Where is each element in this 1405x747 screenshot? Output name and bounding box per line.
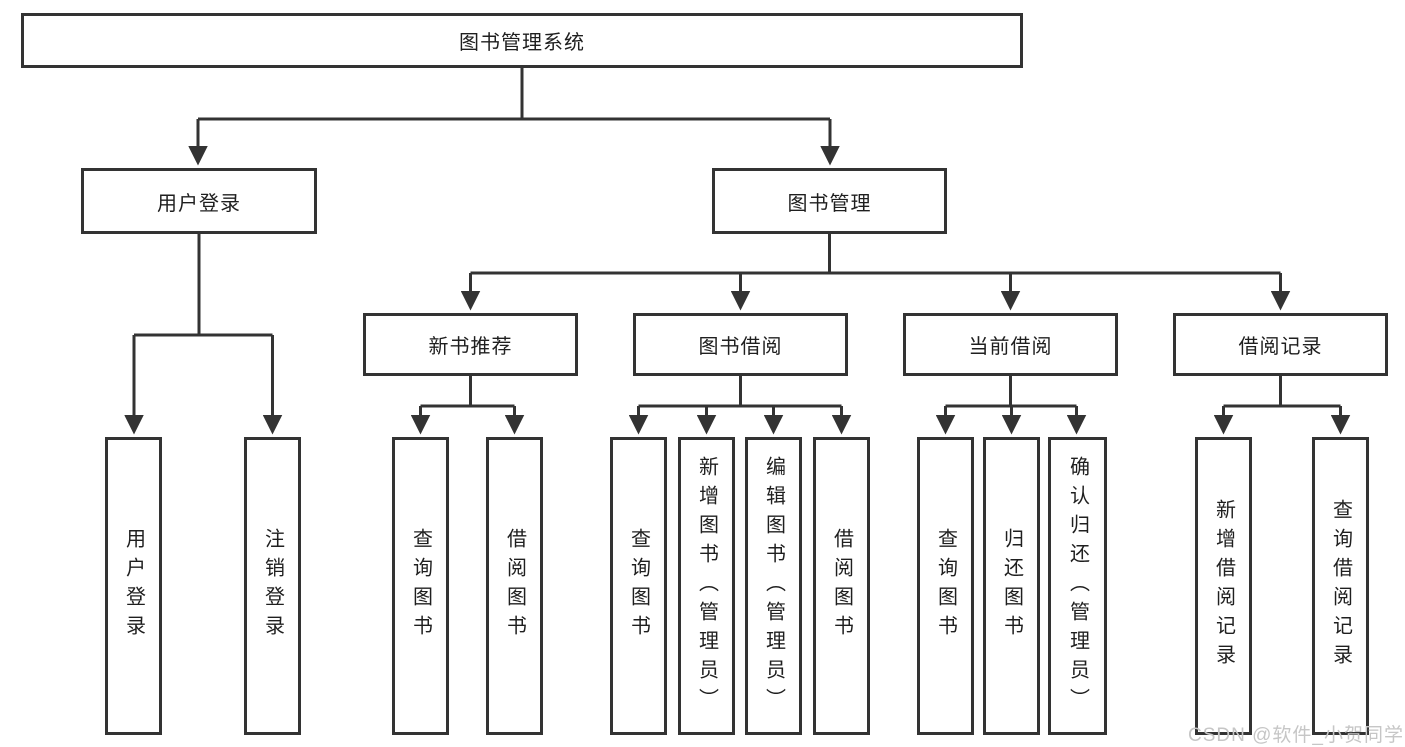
node-label: 查询图书	[934, 528, 957, 644]
node-query-books-borrowing: 查询图书	[610, 437, 667, 735]
node-confirm-return-admin: 确认归还（管理员）	[1048, 437, 1107, 735]
node-label: 归还图书	[1000, 528, 1023, 644]
node-label: 查询借阅记录	[1329, 499, 1352, 673]
node-label: 用户登录	[157, 192, 241, 215]
node-label: 新增图书（管理员）	[695, 455, 718, 717]
node-label: 借阅图书	[830, 528, 853, 644]
node-logout-leaf: 注销登录	[244, 437, 301, 735]
node-borrowing-records: 借阅记录	[1173, 313, 1388, 376]
node-label: 图书管理	[787, 192, 872, 215]
node-label: 编辑图书（管理员）	[762, 455, 785, 717]
node-user-login: 用户登录	[81, 168, 317, 234]
node-current-borrowing: 当前借阅	[903, 313, 1118, 376]
node-book-management-system: 图书管理系统	[21, 13, 1023, 68]
node-edit-books-admin: 编辑图书（管理员）	[745, 437, 802, 735]
node-label: 用户登录	[122, 528, 145, 644]
node-borrow-books-recommend: 借阅图书	[486, 437, 543, 735]
node-new-book-recommendation: 新书推荐	[363, 313, 578, 376]
node-book-borrowing: 图书借阅	[633, 313, 848, 376]
node-query-books-current: 查询图书	[917, 437, 974, 735]
node-label: 查询图书	[627, 528, 650, 644]
node-label: 图书借阅	[698, 336, 783, 358]
node-label: 图书管理系统	[459, 32, 585, 54]
node-return-books: 归还图书	[983, 437, 1040, 735]
node-user-login-leaf: 用户登录	[105, 437, 162, 735]
node-add-borrow-record: 新增借阅记录	[1195, 437, 1252, 735]
node-label: 当前借阅	[968, 336, 1053, 358]
node-label: 查询图书	[409, 528, 432, 644]
node-label: 新书推荐	[428, 336, 513, 358]
node-add-books-admin: 新增图书（管理员）	[678, 437, 735, 735]
csdn-watermark: CSDN @软件_小贺同学	[1188, 725, 1404, 746]
node-label: 确认归还（管理员）	[1066, 455, 1089, 717]
node-label: 借阅图书	[503, 528, 526, 644]
node-label: 新增借阅记录	[1212, 499, 1235, 673]
node-label: 借阅记录	[1238, 336, 1323, 358]
node-query-books-recommend: 查询图书	[392, 437, 449, 735]
node-borrow-books-borrowing: 借阅图书	[813, 437, 870, 735]
node-query-borrow-record: 查询借阅记录	[1312, 437, 1369, 735]
node-label: 注销登录	[261, 528, 284, 644]
node-book-management: 图书管理	[712, 168, 947, 234]
